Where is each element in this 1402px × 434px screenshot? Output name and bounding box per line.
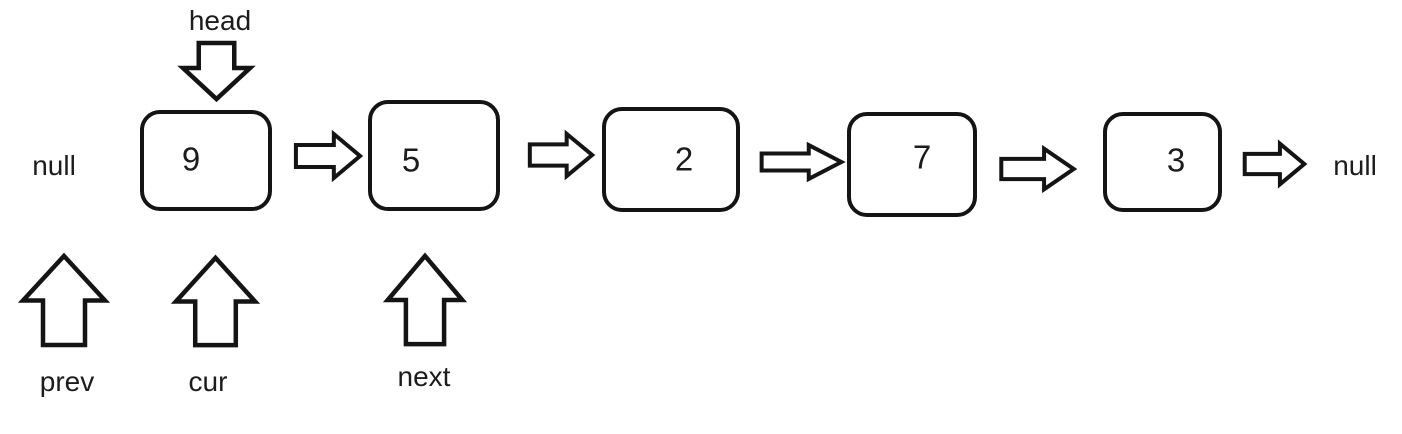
next-link-arrow-icon <box>758 142 845 182</box>
node-value: 9 <box>181 140 201 178</box>
list-node: 9 <box>140 110 272 211</box>
cur-pointer-label: cur <box>188 366 228 397</box>
next-pointer-label: next <box>397 361 451 392</box>
list-node: 2 <box>602 107 740 212</box>
up-arrow-icon <box>385 253 465 347</box>
prev-pointer-label: prev <box>39 366 95 397</box>
list-node: 5 <box>368 100 500 211</box>
node-value: 7 <box>912 138 932 176</box>
down-arrow-icon <box>180 40 253 102</box>
next-link-arrow-icon <box>998 145 1077 193</box>
left-null-label: null <box>32 150 76 181</box>
list-node: 3 <box>1103 112 1222 212</box>
next-link-arrow-icon <box>1242 140 1307 188</box>
next-link-arrow-icon <box>293 130 363 182</box>
next-link-arrow-icon <box>527 130 595 180</box>
node-value: 2 <box>674 140 694 178</box>
right-null-label: null <box>1333 150 1377 181</box>
node-value: 5 <box>401 141 421 179</box>
up-arrow-icon <box>173 255 258 348</box>
list-node: 7 <box>847 112 977 217</box>
up-arrow-icon <box>20 253 108 348</box>
head-pointer-label: head <box>188 5 252 36</box>
node-value: 3 <box>1166 141 1186 179</box>
